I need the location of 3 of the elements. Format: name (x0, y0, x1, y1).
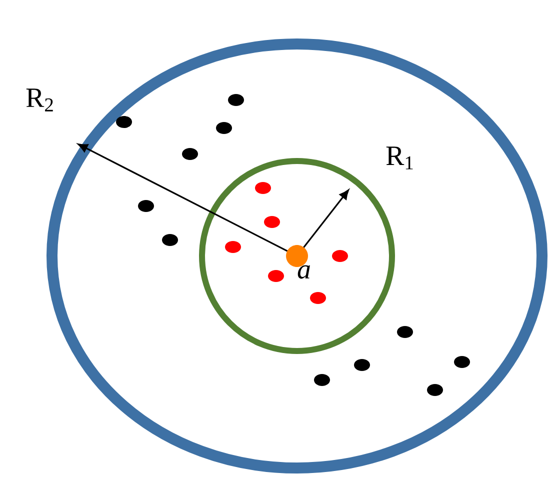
radius-label: R$_{1}$ (386, 146, 413, 170)
radius-label: R$_{2}$ (26, 88, 53, 112)
point-label: a (298, 265, 310, 279)
